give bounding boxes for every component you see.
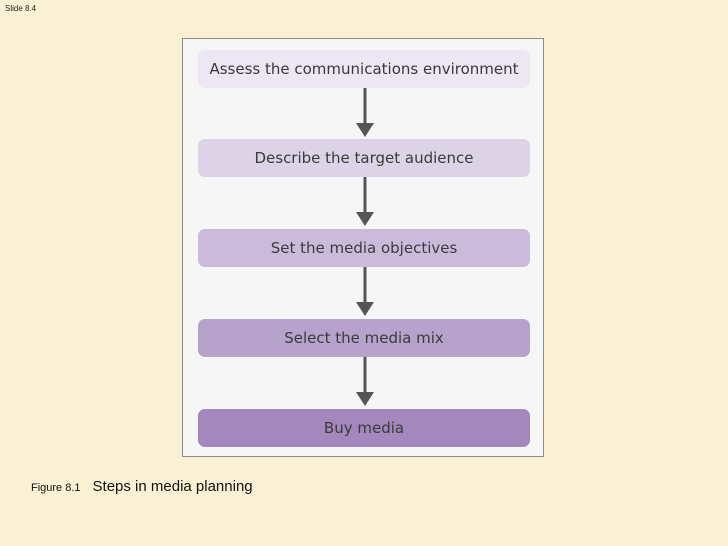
step-buy-media: Buy media — [198, 409, 530, 447]
step-set-objectives: Set the media objectives — [198, 229, 530, 267]
step-assess-environment: Assess the communications environment — [198, 50, 530, 88]
down-arrow-icon — [356, 88, 374, 137]
figure-caption: Figure 8.1 Steps in media planning — [31, 478, 253, 495]
down-arrow-icon — [356, 267, 374, 316]
step-describe-audience: Describe the target audience — [198, 139, 530, 177]
flowchart-panel: Assess the communications environment De… — [182, 38, 544, 457]
down-arrow-icon — [356, 357, 374, 406]
figure-title: Steps in media planning — [92, 478, 253, 495]
step-select-media-mix: Select the media mix — [198, 319, 530, 357]
slide-number: Slide 8.4 — [5, 4, 37, 13]
down-arrow-icon — [356, 177, 374, 226]
figure-number: Figure 8.1 — [31, 482, 81, 494]
